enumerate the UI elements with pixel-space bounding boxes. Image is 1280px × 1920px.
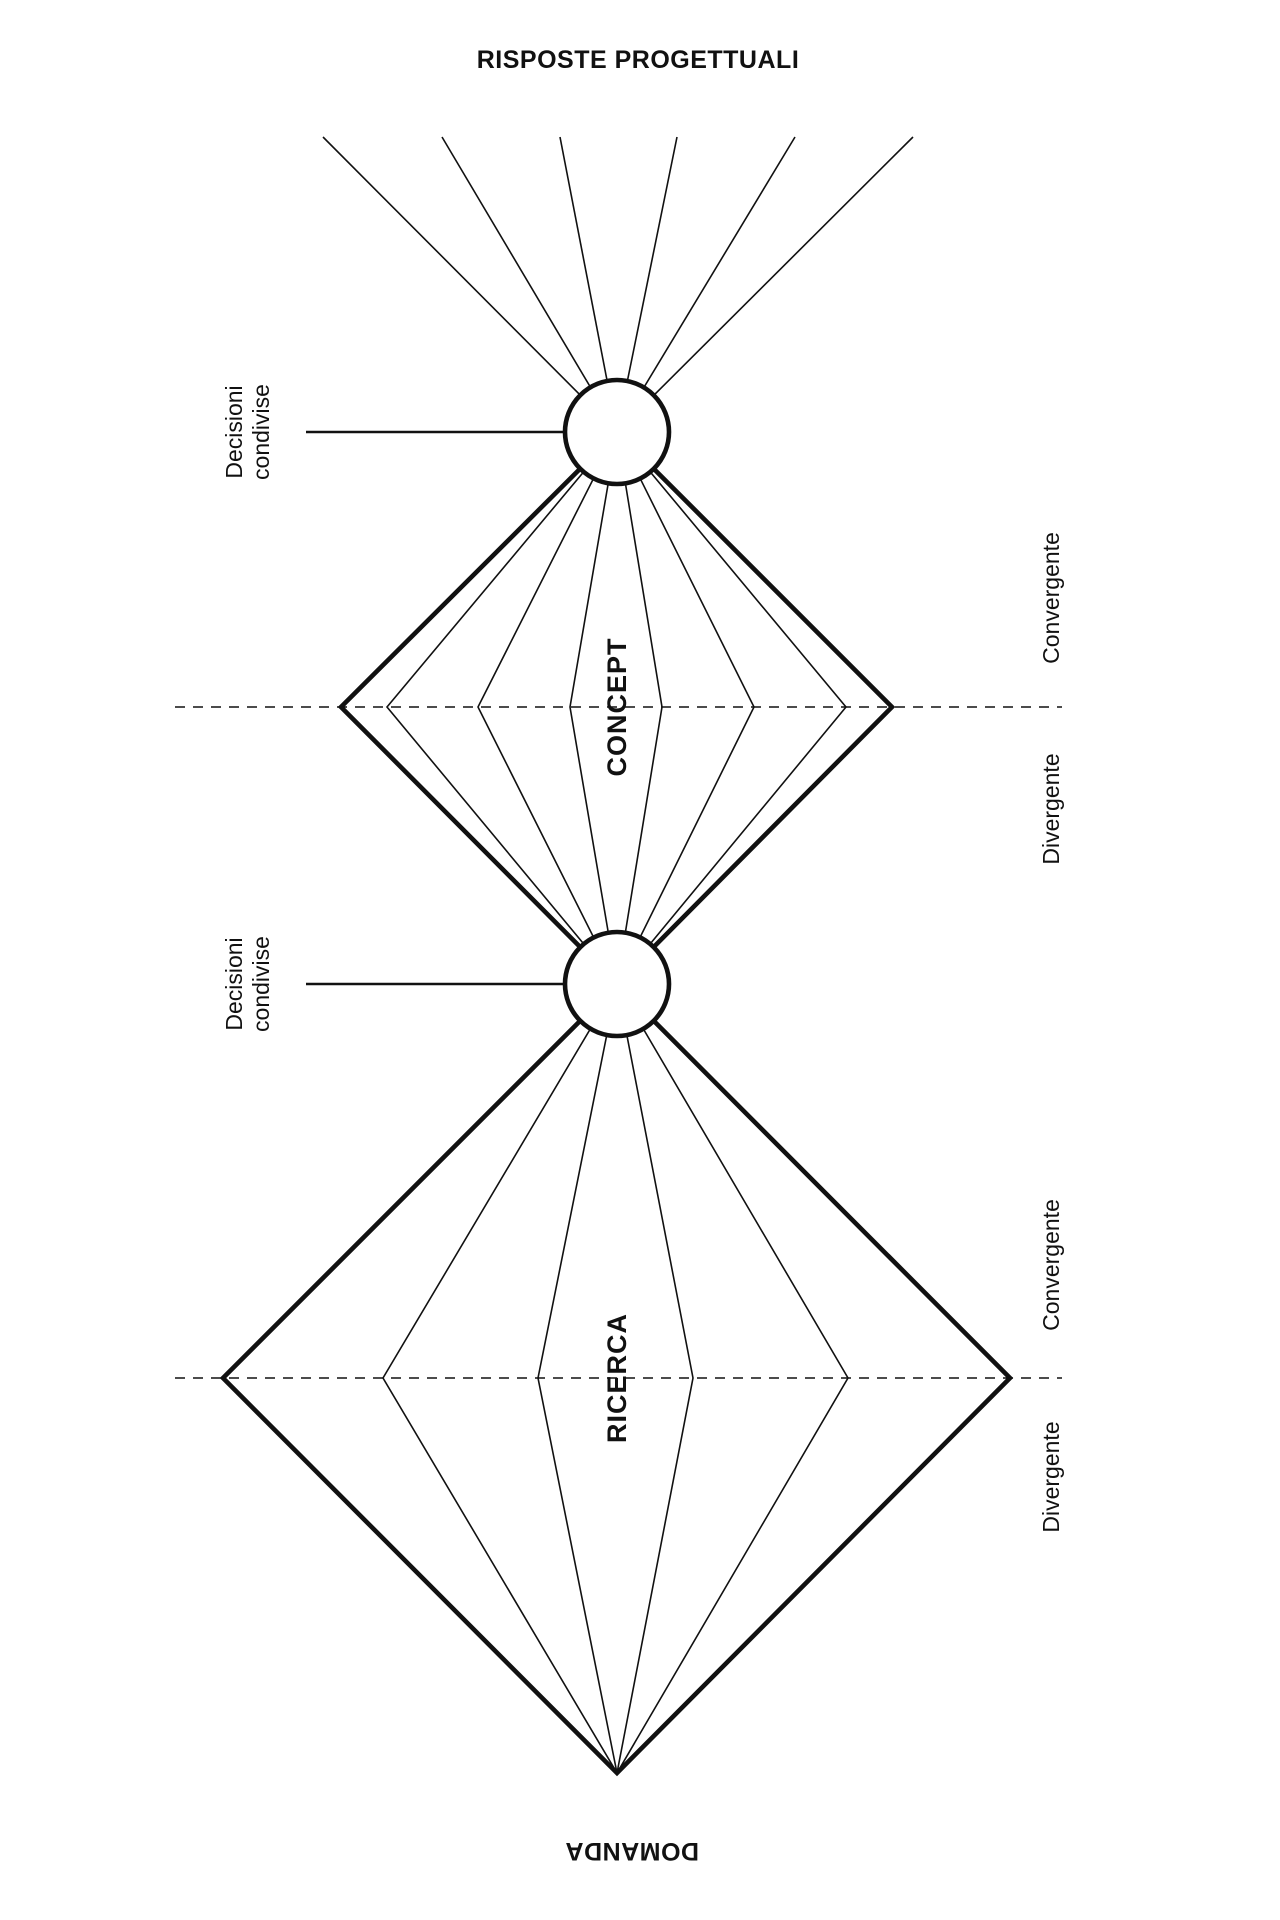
response-line <box>616 136 796 433</box>
decision-note-line: condivise <box>248 936 274 1032</box>
top-label: RISPOSTE PROGETTUALI <box>477 46 800 74</box>
concept-label: CONCEPT <box>602 637 632 776</box>
response-line <box>322 136 618 433</box>
decision-node <box>562 377 672 487</box>
concept-divergent-label: Divergente <box>1038 753 1064 864</box>
research-divergent-label: Divergente <box>1038 1421 1064 1532</box>
concept-convergent-label: Convergente <box>1038 532 1064 664</box>
research-diamond <box>219 980 1014 1777</box>
bottom-label: DOMANDA <box>565 1837 699 1865</box>
decision-note-line: Decisioni <box>221 385 247 478</box>
research-label: RICERCA <box>602 1313 632 1443</box>
research-convergent-label: Convergente <box>1038 1199 1064 1331</box>
decision-note-upper: Decisioni condivise <box>221 384 274 480</box>
decision-note-line: condivise <box>248 384 274 480</box>
response-line <box>616 136 914 433</box>
decision-node <box>562 929 672 1039</box>
response-line <box>441 136 618 433</box>
decision-note-lower: Decisioni condivise <box>221 936 274 1032</box>
research-path <box>537 983 694 1774</box>
decision-note-line: Decisioni <box>221 937 247 1030</box>
